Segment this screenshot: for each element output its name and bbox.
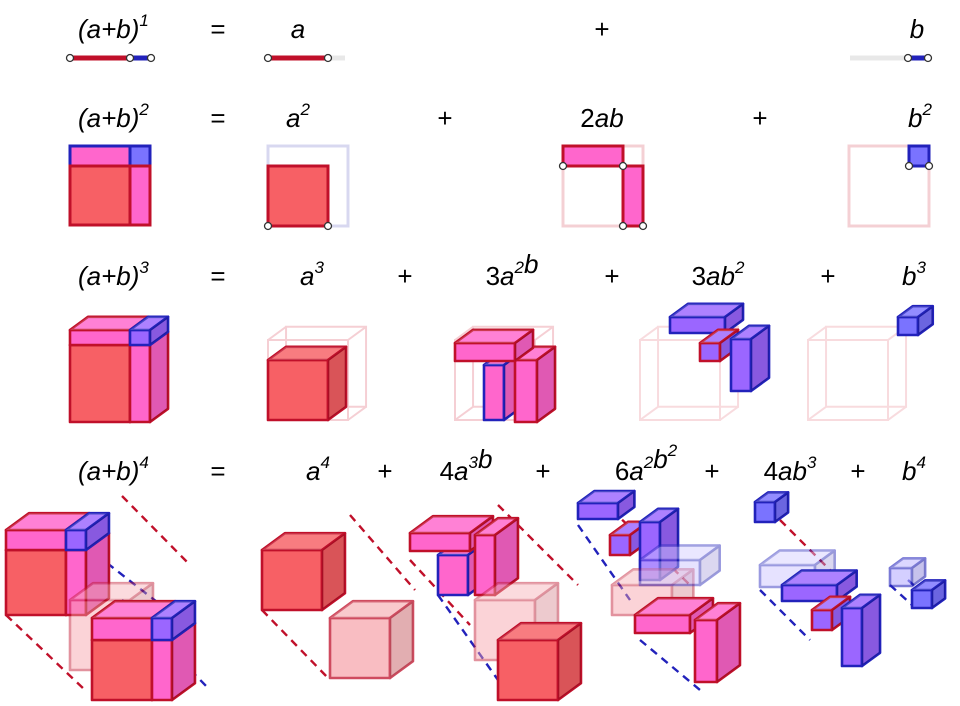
prism-ab3-side — [840, 593, 882, 668]
rect-ab-top — [561, 144, 625, 168]
plus-sign: + — [535, 456, 550, 486]
equals-sign: = — [210, 14, 225, 44]
prism-a2b2-a — [576, 489, 636, 521]
prism-a2b2-c — [638, 507, 680, 582]
lhs-label: (a+b)3 — [78, 258, 149, 291]
endpoint-marker — [618, 161, 628, 171]
endpoint-marker — [146, 53, 156, 63]
cube-a3 — [266, 345, 348, 422]
endpoint-marker — [263, 53, 273, 63]
projection-edge — [437, 594, 499, 681]
cube-b3-back — [753, 491, 790, 524]
term-label: a2 — [286, 100, 310, 133]
square-a2 — [266, 164, 330, 228]
projection-edge — [889, 584, 913, 606]
endpoint-marker — [923, 53, 933, 63]
square-ab-top — [68, 144, 132, 168]
term-label: b4 — [902, 453, 926, 486]
term-label: a3 — [300, 258, 324, 291]
square-ghost — [847, 144, 931, 228]
cube-ghost — [807, 325, 908, 421]
formula-row-4: (a+b)4 = + + + + a4 4a3b 6a2b2 4ab3 b4 — [78, 441, 926, 486]
projection-edge — [349, 514, 416, 591]
equals-sign: = — [210, 261, 225, 291]
formula-row-2: (a+b)2 = + + a2 2ab b2 — [78, 100, 933, 133]
projection-edge — [121, 495, 191, 566]
endpoint-marker — [638, 221, 648, 231]
projection-edge — [759, 589, 811, 641]
ghost-cube — [638, 544, 721, 587]
rect-ab-side — [621, 164, 645, 228]
prism-back-corner — [64, 511, 111, 552]
prism-a2b-side — [513, 345, 557, 424]
endpoint-marker — [125, 53, 135, 63]
plus-sign: + — [437, 103, 452, 133]
term-label: a4 — [306, 453, 330, 486]
prism-a2b-top — [453, 328, 535, 363]
plus-sign: + — [704, 456, 719, 486]
prism-ab2-corner — [128, 315, 170, 347]
term-label: b3 — [902, 258, 926, 291]
term-label: b — [910, 14, 924, 44]
equals-sign: = — [210, 456, 225, 486]
plus-sign: + — [850, 456, 865, 486]
lhs-label: (a+b)2 — [78, 100, 149, 133]
formula-row-1: (a+b)1 = + a b — [78, 11, 924, 44]
cube-a4-front — [496, 621, 583, 702]
cube-b4-ghost — [888, 557, 927, 588]
formula-labels: (a+b)1 = + a b (a+b)2 = + + a2 2ab b2 (a+b)3 = + + + a3 3a… — [78, 11, 933, 486]
endpoint-marker — [558, 161, 568, 171]
square-b2 — [907, 144, 931, 168]
square-ab-side — [128, 164, 152, 227]
plus-sign: + — [752, 103, 767, 133]
endpoint-marker — [924, 161, 934, 171]
cube-a4-ghost — [328, 599, 415, 680]
plus-sign: + — [377, 456, 392, 486]
endpoint-marker — [65, 53, 75, 63]
projection-edge — [261, 609, 331, 681]
prism-front-corner — [150, 599, 197, 642]
endpoint-marker — [904, 161, 914, 171]
term-label: 3a2b — [486, 249, 539, 291]
endpoint-marker — [903, 53, 913, 63]
plus-sign: + — [594, 14, 609, 44]
endpoint-marker — [263, 221, 273, 231]
square-b2 — [128, 144, 152, 168]
term-label: 3ab2 — [692, 258, 745, 291]
endpoint-marker — [618, 221, 628, 231]
prism-ab2-top — [668, 302, 745, 335]
endpoint-marker — [323, 221, 333, 231]
term-label: a — [291, 14, 305, 44]
square-a2 — [68, 164, 132, 227]
term-label: 6a2b2 — [615, 441, 678, 486]
prism-a2b2-e — [693, 601, 742, 684]
term-label: 2ab — [580, 103, 623, 133]
term-label: 4a3b — [440, 444, 493, 486]
prism-ab2-side — [729, 324, 771, 393]
projection-edge — [5, 614, 86, 691]
prism-front-top — [90, 599, 177, 642]
cube-b4 — [910, 579, 947, 610]
formula-row-3: (a+b)3 = + + + a3 3a2b 3ab2 b3 — [78, 249, 927, 291]
cube-a4-back — [260, 531, 347, 612]
cube-b3 — [896, 304, 935, 337]
projection-edge — [639, 639, 701, 691]
plus-sign: + — [604, 261, 619, 291]
geometric-figures — [4, 53, 947, 702]
equals-sign: = — [210, 103, 225, 133]
projection-edge — [577, 524, 631, 601]
plus-sign: + — [820, 261, 835, 291]
plus-sign: + — [397, 261, 412, 291]
lhs-label: (a+b)1 — [78, 11, 149, 44]
lhs-label: (a+b)4 — [78, 453, 149, 486]
term-label: b2 — [908, 100, 932, 133]
endpoint-marker — [323, 53, 333, 63]
term-label: 4ab3 — [764, 453, 817, 486]
prism-a3b-side — [473, 516, 520, 597]
